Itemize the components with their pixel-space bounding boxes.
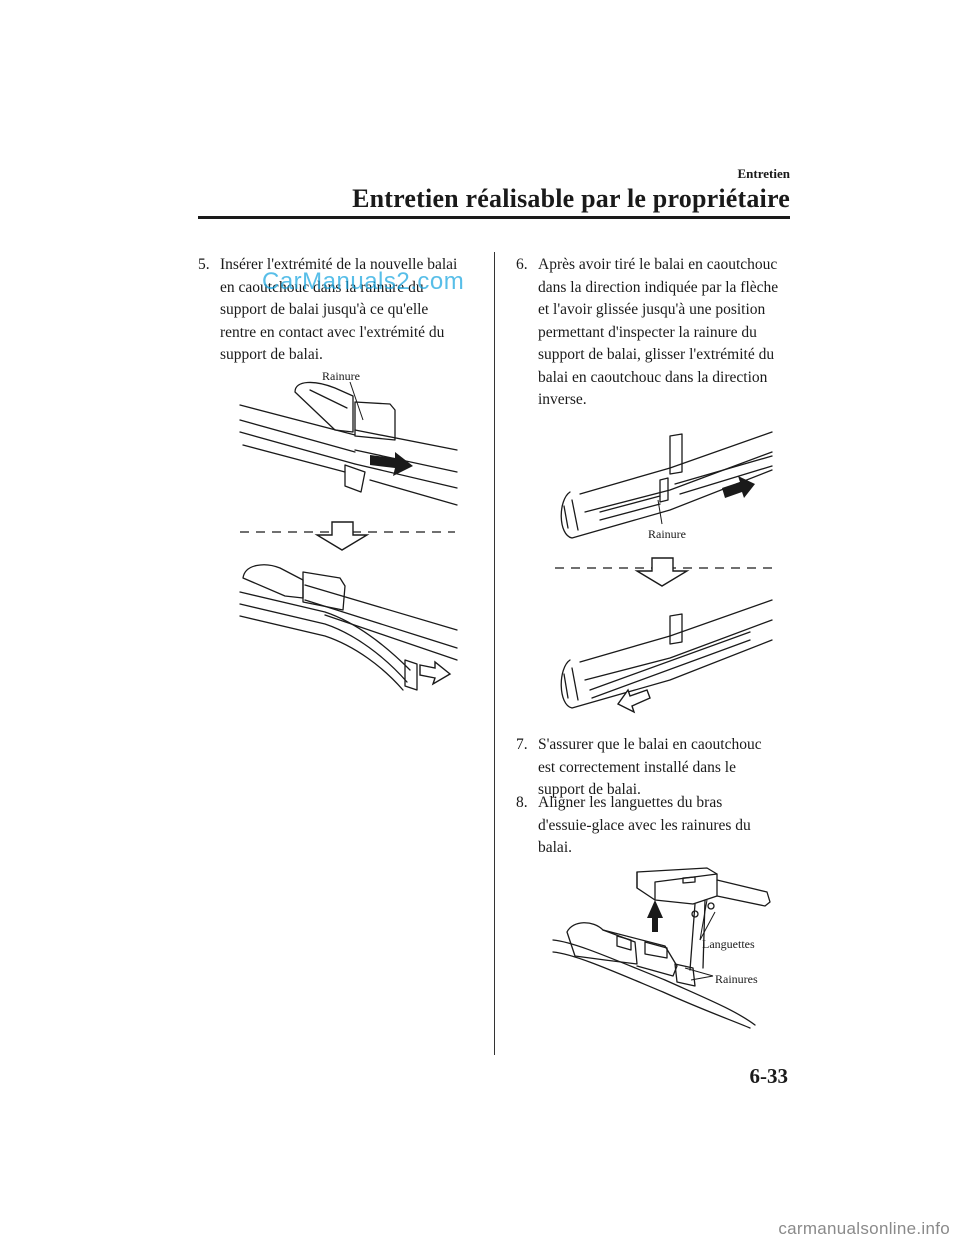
step-line: Insérer l'extrémité de la nouvelle balai bbox=[220, 256, 458, 273]
chapter-title: Entretien réalisable par le propriétaire bbox=[352, 184, 790, 213]
step-line: rentre en contact avec l'extrémité du bbox=[220, 323, 445, 341]
step-line: support de balai, glisser l'extrémité du bbox=[538, 346, 775, 363]
step-line: Après avoir tiré le balai en caoutchouc bbox=[538, 256, 778, 273]
step-text: Aligner les languettes du bras d'essuie-… bbox=[538, 792, 751, 860]
figure-step-5: Rainure bbox=[239, 369, 458, 691]
step-line: et l'avoir glissée jusqu'à une position bbox=[538, 301, 766, 318]
step-7: 7. S'assurer que le balai en caoutchouc … bbox=[516, 734, 806, 804]
step-line: support de balai jusqu'à ce qu'elle bbox=[220, 301, 429, 318]
figure-label-rainure: Rainure bbox=[322, 369, 360, 383]
step-8: 8. Aligner les languettes du bras d'essu… bbox=[516, 792, 806, 862]
step-number: 5. bbox=[198, 256, 210, 273]
step-line: balai en caoutchouc dans la direction bbox=[538, 368, 768, 386]
step-line: est correctement installé dans le bbox=[538, 758, 736, 776]
step-text: Après avoir tiré le balai en caoutchouc … bbox=[538, 254, 778, 412]
step-line: d'essuie-glace avec les rainures du bbox=[538, 816, 751, 834]
column-divider bbox=[494, 252, 495, 1055]
step-line: en caoutchouc dans la rainure du bbox=[220, 278, 424, 296]
step-line: support de balai. bbox=[538, 781, 641, 798]
page-number: 6-33 bbox=[749, 1064, 789, 1088]
figure-label-rainure: Rainure bbox=[648, 527, 686, 541]
figure-label-rainures: Rainures bbox=[715, 972, 758, 986]
step-5: 5. Insérer l'extrémité de la nouvelle ba… bbox=[198, 254, 488, 369]
step-text: Insérer l'extrémité de la nouvelle balai… bbox=[220, 254, 457, 367]
step-number: 6. bbox=[516, 256, 528, 273]
step-line: S'assurer que le balai en caoutchouc bbox=[538, 736, 762, 753]
step-line: balai. bbox=[538, 839, 572, 856]
watermark-logo: CarManuals2.com bbox=[262, 268, 465, 295]
footer-site-logo: carmanualsonline.info bbox=[778, 1219, 950, 1238]
step-number: 7. bbox=[516, 736, 528, 753]
header-rule bbox=[198, 216, 790, 219]
figure-step-6: Rainure bbox=[555, 431, 773, 714]
figure-label-languettes: Languettes bbox=[702, 937, 755, 951]
step-number: 8. bbox=[516, 794, 528, 811]
step-6: 6. Après avoir tiré le balai en caoutcho… bbox=[516, 254, 806, 414]
figure-step-8: Languettes Rainures bbox=[552, 867, 771, 1029]
section-label: Entretien bbox=[737, 166, 790, 181]
step-line: inverse. bbox=[538, 391, 587, 408]
step-line: Aligner les languettes du bras bbox=[538, 794, 723, 811]
step-text: S'assurer que le balai en caoutchouc est… bbox=[538, 734, 762, 802]
step-line: permettant d'inspecter la rainure du bbox=[538, 323, 757, 341]
step-line: support de balai. bbox=[220, 346, 323, 363]
step-line: dans la direction indiquée par la flèche bbox=[538, 278, 779, 296]
